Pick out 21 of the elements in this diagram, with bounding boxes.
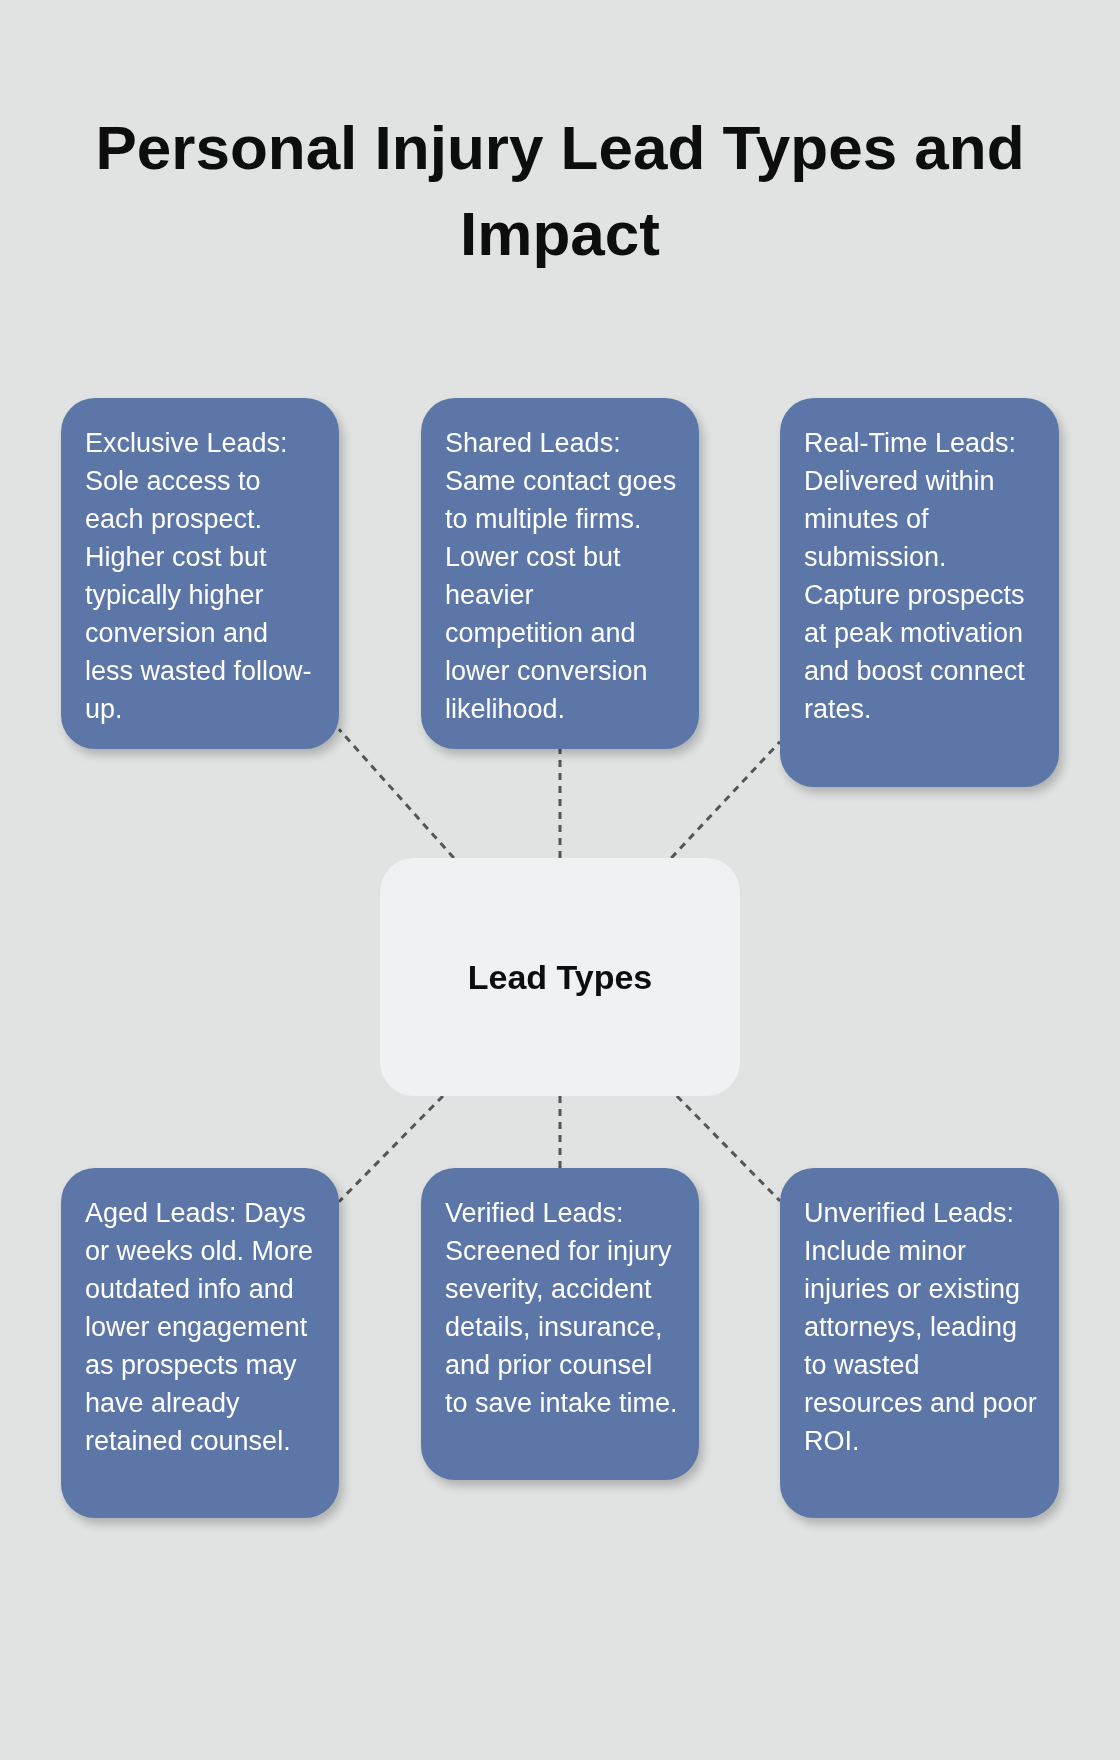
node-text: Lead Types [467,958,653,996]
lead-card [61,1168,339,1518]
dashed-connector [670,740,782,860]
lead-card [421,398,699,749]
lead-card [421,1168,699,1480]
hub-box [380,858,740,1096]
dashed-connector [337,1094,444,1203]
lead-card [61,398,339,749]
dashed-connector [558,749,562,858]
node-text: Verified Leads: Screened for injury severity, accident details, insurance, and prior counsel to save intake time. [445,1197,679,1420]
node-text: Unverified Leads: Include minor injuries or existing attorneys, leading to wasted resources and poor ROI. [804,1197,1038,1458]
title: Personal Injury Lead Types and Impact [94,112,1026,270]
node-text: Real-Time Leads: Delivered within minutes of submission. Capture prospects at peak motivation and boost connect rates. [804,427,1026,726]
lead-card [780,398,1059,787]
node-text: Shared Leads: Same contact goes to multiple firms. Lower cost but heavier competition and lower conversion likelihood. [445,427,678,726]
node-text: Exclusive Leads: Sole access to each prospect. Higher cost but typically higher conversion and less wasted follow-up. [85,427,313,726]
node-text: Aged Leads: Days or weeks old. More outdated info and lower engagement as prospects may have already retained counsel. [85,1197,315,1458]
lead-card [780,1168,1059,1518]
dashed-connector [675,1094,782,1203]
dashed-connector [337,728,455,859]
dashed-connector [558,1096,562,1168]
